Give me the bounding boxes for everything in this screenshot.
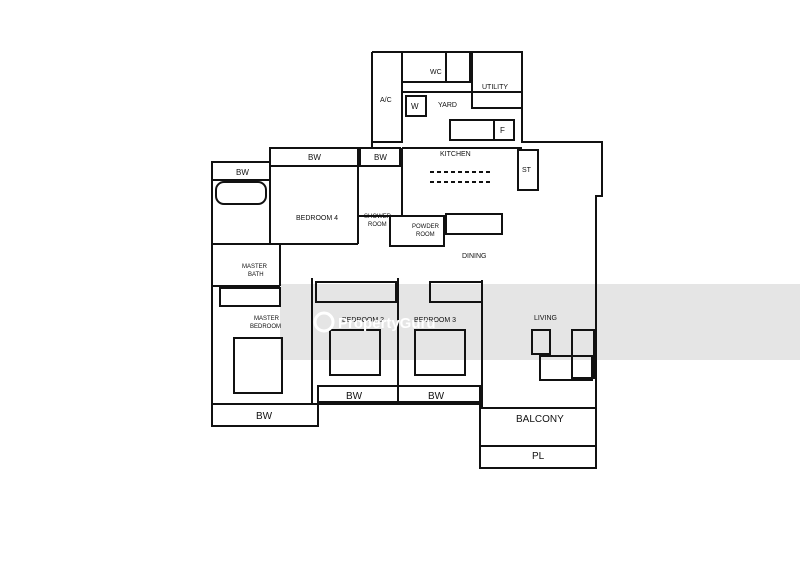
bw-master-bottom-label: BW: [256, 411, 273, 422]
bw-shower-top-label: BW: [374, 153, 387, 162]
shower-room-label-1: SHOWER: [364, 214, 392, 220]
store-label: ST: [522, 167, 532, 174]
bedroom2-label: BEDROOM 2: [342, 317, 384, 324]
walls: [211, 51, 603, 469]
fridge-label: F: [500, 126, 505, 135]
kitchen-label: KITCHEN: [440, 151, 471, 158]
bw-bedroom4-top-label: BW: [308, 153, 321, 162]
master-bath-label-2: BATH: [248, 272, 264, 278]
watermark-logo-icon: [313, 311, 335, 333]
shower-room-label-2: ROOM: [368, 222, 387, 228]
shower-room: [357, 165, 403, 217]
master-bedroom-label-1: MASTER: [254, 316, 280, 322]
powder-room: [389, 215, 445, 247]
bedroom3-label: BEDROOM 3: [414, 317, 456, 324]
planter: [479, 445, 597, 469]
bw-bedroom3-bottom-label: BW: [428, 391, 445, 402]
ac-label: A/C: [380, 97, 392, 104]
watermark-band: [280, 284, 800, 360]
bw-bedroom2-bottom-label: BW: [346, 391, 363, 402]
master-bedroom-label-2: BEDROOM: [250, 324, 281, 330]
store-room: [517, 149, 539, 191]
yard-label: YARD: [438, 102, 457, 109]
planter-label: PL: [532, 451, 545, 462]
utility-room: [471, 51, 523, 109]
bedroom4-label: BEDROOM 4: [296, 215, 338, 222]
powder-room-label-2: ROOM: [416, 232, 435, 238]
wc-label: WC: [430, 69, 442, 76]
wc-room: [401, 51, 471, 83]
bw-master-top-label: BW: [236, 168, 249, 177]
balcony-label: BALCONY: [516, 414, 564, 425]
master-bath-label-1: MASTER: [242, 264, 268, 270]
watermark-text: PropertyGuru: [338, 315, 436, 332]
utility-label: UTILITY: [482, 84, 508, 91]
living-label: LIVING: [534, 315, 557, 322]
dining-label: DINING: [462, 253, 487, 260]
dining-table: [445, 213, 503, 235]
washer-label: W: [411, 102, 419, 111]
powder-room-label-1: POWDER: [412, 224, 440, 230]
